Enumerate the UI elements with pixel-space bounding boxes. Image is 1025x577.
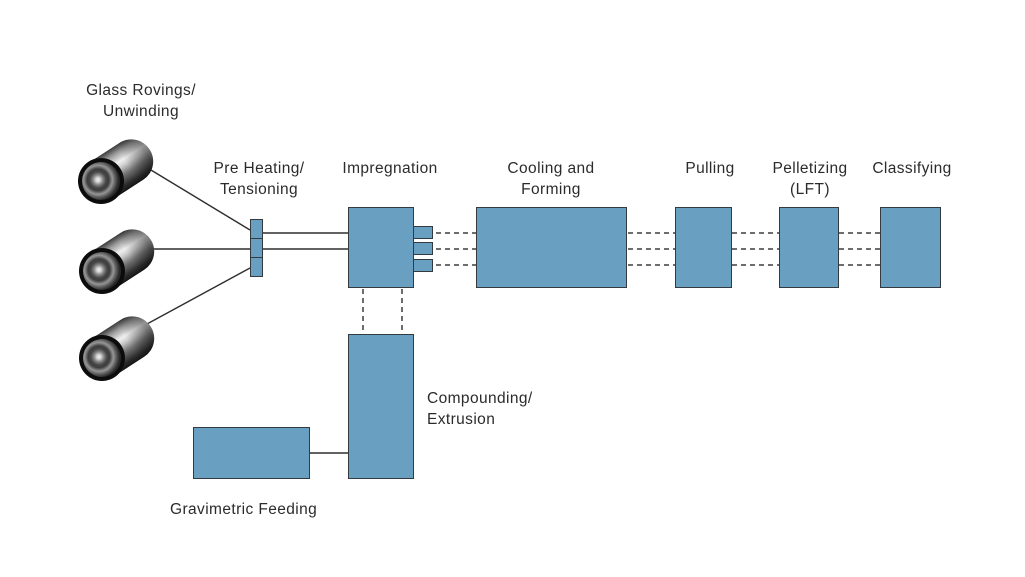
pre-heating-label: Pre Heating/ Tensioning [213,160,305,198]
impregnation-die-tab-1 [413,226,433,239]
pulling-label: Pulling [685,160,735,177]
cooling-forming-box [476,207,627,288]
impregnation-box [348,207,414,288]
pre-heating-tensioning-unit [250,219,263,277]
dashed-flow-lines [362,232,880,334]
compounding-extrusion-box [348,334,414,479]
impregnation-label: Impregnation [342,160,438,177]
cooling-forming-label: Cooling and Forming [507,160,595,198]
gravimetric-feeding-label: Gravimetric Feeding [170,501,318,518]
impregnation-die-tab-3 [413,259,433,272]
pulling-box [675,207,732,288]
impregnation-die-tab-2 [413,242,433,255]
classifying-label: Classifying [872,160,952,177]
solid-connectors [142,166,349,454]
gravimetric-feeding-box [193,427,310,479]
roving-line-3 [146,267,251,325]
pelletizing-box [779,207,839,288]
classifying-box [880,207,941,288]
compounding-extrusion-label: Compounding/ Extrusion [427,390,533,428]
glass-rovings-label: Glass Rovings/ Unwinding [86,82,196,120]
pelletizing-label: Pelletizing (LFT) [772,160,848,198]
roving-line-1 [145,166,251,231]
